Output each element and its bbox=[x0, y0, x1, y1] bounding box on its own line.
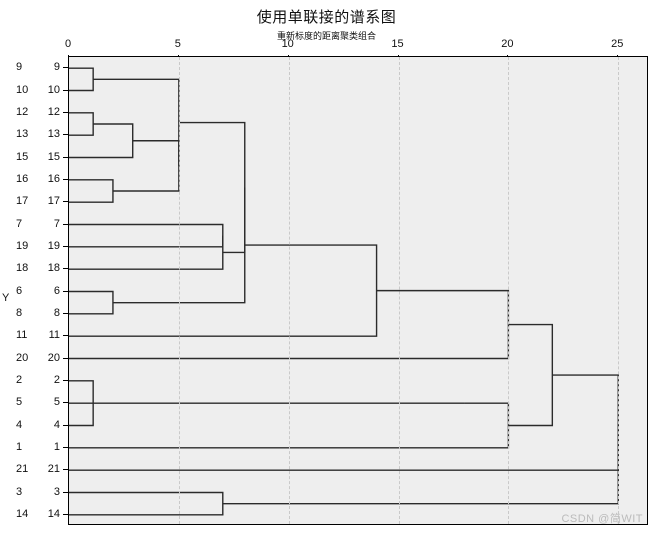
y-tick-label: 21 bbox=[47, 463, 60, 476]
dendrogram-link bbox=[69, 235, 224, 270]
y-tick bbox=[63, 491, 68, 493]
y-axis-label: Y bbox=[2, 292, 10, 304]
x-tick-label: 5 bbox=[174, 38, 181, 50]
leaf-label: 19 bbox=[16, 239, 29, 252]
y-tick bbox=[63, 245, 68, 247]
y-tick bbox=[63, 156, 68, 158]
leaf-label: 17 bbox=[16, 195, 29, 208]
dendrogram-link bbox=[69, 112, 94, 136]
gridline bbox=[398, 57, 400, 524]
x-tick-label: 15 bbox=[391, 38, 404, 50]
leaf-label: 10 bbox=[16, 83, 29, 96]
y-tick bbox=[63, 469, 68, 471]
leaf-label: 18 bbox=[16, 262, 29, 275]
gridline bbox=[618, 57, 620, 524]
x-tick-label: 25 bbox=[611, 38, 624, 50]
y-tick bbox=[63, 67, 68, 69]
x-tick-label: 20 bbox=[501, 38, 514, 50]
y-tick-label: 7 bbox=[53, 217, 60, 230]
leaf-label: 1 bbox=[16, 440, 23, 453]
leaf-label: 12 bbox=[16, 105, 29, 118]
dendrogram-link bbox=[69, 67, 94, 92]
y-tick bbox=[63, 335, 68, 337]
dendrogram-link bbox=[508, 323, 554, 427]
y-tick-label: 4 bbox=[53, 418, 60, 431]
dendrogram-link bbox=[69, 179, 114, 203]
y-tick bbox=[63, 111, 68, 113]
y-tick bbox=[63, 134, 68, 136]
leaf-label: 21 bbox=[16, 463, 29, 476]
y-tick bbox=[63, 357, 68, 359]
y-tick bbox=[63, 268, 68, 270]
y-tick bbox=[63, 201, 68, 203]
y-tick bbox=[63, 312, 68, 314]
gridline bbox=[288, 57, 290, 524]
plot-area bbox=[68, 56, 648, 525]
gridline bbox=[178, 57, 180, 524]
y-tick bbox=[63, 446, 68, 448]
y-tick bbox=[63, 223, 68, 225]
dendrogram-tree bbox=[69, 67, 619, 516]
leaf-label: 5 bbox=[16, 396, 23, 409]
dendrogram-link bbox=[69, 123, 134, 159]
watermark: CSDN @简WIT bbox=[561, 513, 643, 525]
y-tick-label: 10 bbox=[47, 83, 60, 96]
y-tick-label: 11 bbox=[48, 329, 60, 342]
leaf-label: 2 bbox=[16, 373, 23, 386]
y-tick-label: 5 bbox=[53, 396, 60, 409]
y-tick-label: 2 bbox=[53, 373, 60, 386]
dendrogram-link bbox=[93, 78, 180, 166]
y-tick-label: 14 bbox=[47, 507, 60, 520]
leaf-label: 11 bbox=[16, 329, 28, 342]
x-axis: 0 5 10 15 20 25 bbox=[65, 38, 649, 61]
y-tick bbox=[63, 513, 68, 515]
y-tick bbox=[63, 402, 68, 404]
y-tick-label: 9 bbox=[53, 61, 60, 74]
x-tick-label: 10 bbox=[281, 38, 294, 50]
y-tick bbox=[63, 178, 68, 180]
leaf-label: 15 bbox=[16, 150, 29, 163]
y-tick bbox=[63, 89, 68, 91]
dendrogram-link bbox=[69, 290, 114, 315]
y-tick-label: 17 bbox=[47, 195, 60, 208]
dendrogram-link bbox=[69, 223, 224, 248]
leaf-label: 9 bbox=[16, 61, 23, 74]
y-tick-label: 12 bbox=[47, 105, 60, 118]
dendrogram-link bbox=[222, 422, 619, 505]
dendrogram-link bbox=[112, 187, 246, 304]
leaf-label: 20 bbox=[16, 351, 29, 364]
y-tick-label: 18 bbox=[47, 262, 60, 275]
chart-title: 使用单联接的谱系图 bbox=[256, 9, 397, 26]
leaf-label: 4 bbox=[16, 418, 23, 431]
leaf-label: 13 bbox=[16, 128, 29, 141]
y-tick-label: 19 bbox=[47, 239, 60, 252]
leaf-label: 8 bbox=[16, 306, 23, 319]
leaf-label: 7 bbox=[16, 217, 23, 230]
dendrogram-link bbox=[69, 374, 619, 471]
chart-subtitle: 重新标度的距离聚类组合 bbox=[276, 31, 376, 41]
leaf-label: 14 bbox=[16, 507, 29, 520]
gridline bbox=[508, 57, 510, 524]
dendrogram-link bbox=[112, 140, 180, 192]
y-tick-label: 6 bbox=[53, 284, 60, 297]
y-tick-label: 13 bbox=[47, 128, 60, 141]
y-tick-label: 16 bbox=[47, 172, 60, 185]
y-tick-label: 1 bbox=[53, 440, 60, 453]
x-tick-label: 0 bbox=[64, 38, 72, 50]
y-tick-label: 20 bbox=[47, 351, 60, 364]
dendrogram-link bbox=[69, 491, 224, 516]
y-tick bbox=[63, 424, 68, 426]
dendrogram-link bbox=[178, 121, 246, 254]
y-tick bbox=[63, 290, 68, 292]
y-tick-label: 15 bbox=[47, 150, 60, 163]
leaf-label: 3 bbox=[16, 485, 23, 498]
y-tick bbox=[63, 379, 68, 381]
y-tick-label: 8 bbox=[53, 306, 60, 319]
leaf-label: 6 bbox=[16, 284, 23, 297]
leaf-label: 16 bbox=[16, 172, 29, 185]
y-tick-label: 3 bbox=[53, 485, 60, 498]
